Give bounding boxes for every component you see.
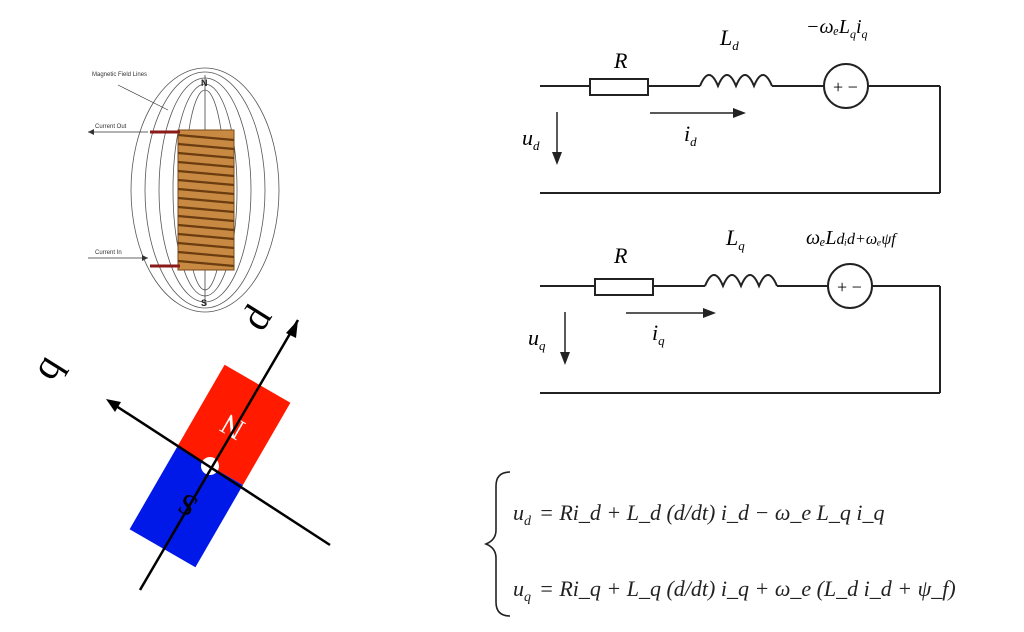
- d-current-arrowhead: [733, 108, 746, 118]
- q-source-expression: ωₑLdᵢd+ωₑψf: [806, 227, 898, 249]
- current-in-arrow: [88, 255, 148, 261]
- q-voltage-label: uq: [528, 325, 546, 353]
- equation-brace: [483, 471, 511, 617]
- magnet-north-half: [177, 364, 291, 485]
- field-lines-pointer: [117, 84, 169, 111]
- q-inductor: [704, 274, 778, 289]
- d-axis-arrowhead: [286, 320, 298, 338]
- coil: [177, 129, 235, 271]
- q-voltage-arrowhead: [560, 352, 570, 365]
- current-out-label: Current Out: [95, 124, 127, 130]
- field-lines-label: Magnetic Field Lines: [92, 72, 147, 78]
- current-out-arrow: [88, 129, 148, 135]
- q-current-label: iq: [652, 320, 665, 348]
- d-current-label: id: [684, 121, 697, 149]
- voltage-equations: ud= Ri_d + L_d (d/dt) i_d − ω_e L_q i_q …: [483, 471, 956, 617]
- q-resistor: [594, 278, 654, 296]
- equation-uq: uq= Ri_q + L_q (d/dt) i_q + ω_e (L_d i_d…: [513, 576, 956, 605]
- current-in-label: Current In: [95, 250, 122, 256]
- q-axis-line: [109, 400, 331, 547]
- d-axis-line: [138, 319, 300, 591]
- equation-ud: ud= Ri_d + L_d (d/dt) i_d − ω_e L_q i_q: [513, 500, 884, 529]
- q-resistor-label: R: [613, 243, 628, 268]
- q-axis-label: q: [21, 346, 70, 387]
- d-voltage-label: ud: [522, 125, 540, 153]
- d-source-polarity: + −: [833, 77, 858, 97]
- d-axis-label: d: [231, 297, 280, 338]
- q-inductor-label: Lq: [725, 225, 745, 253]
- q-axis-circuit: [540, 263, 941, 394]
- d-axis-circuit: [540, 63, 941, 194]
- magnet-south-half: [129, 447, 243, 568]
- q-axis-arrowhead: [106, 399, 121, 412]
- q-current-arrowhead: [703, 308, 716, 318]
- d-inductor-label: Ld: [719, 25, 739, 53]
- q-source-polarity: + −: [837, 277, 862, 297]
- d-resistor: [589, 78, 649, 96]
- d-inductor: [699, 74, 773, 89]
- solenoid-diagram: Magnetic Field Lines Current Out Current…: [88, 67, 280, 313]
- d-voltage-arrowhead: [552, 152, 562, 165]
- d-source-expression: −ωₑLqiq: [806, 16, 868, 41]
- solenoid-south-label: S: [201, 298, 207, 308]
- solenoid-north-label: N: [201, 78, 208, 88]
- magnet-diagram: N S d q: [21, 297, 331, 591]
- d-resistor-label: R: [613, 48, 628, 73]
